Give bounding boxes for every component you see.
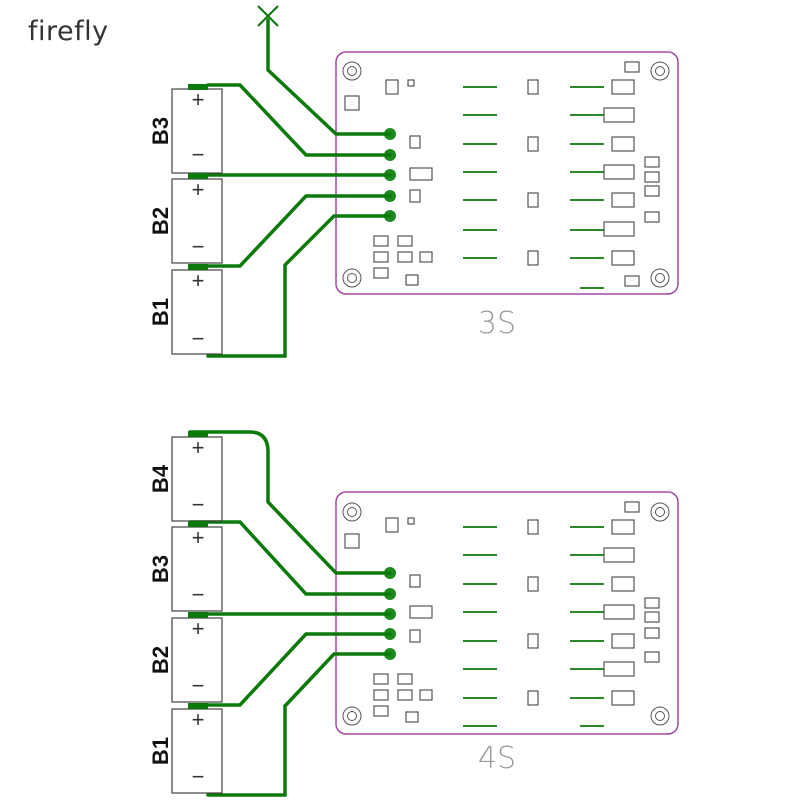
battery-plus-b3-4s: +	[192, 525, 205, 550]
mounting-holes-4s	[342, 502, 670, 726]
battery-minus-b3-4s: −	[192, 582, 205, 607]
battery-minus-b2-3s: −	[192, 234, 205, 259]
diagram-4s: + − + − + − + − B4 B3 B2 B1 4S	[148, 430, 679, 797]
battery-plus-b1-4s: +	[192, 707, 205, 732]
pcb-components-3s	[344, 61, 660, 289]
battery-label-b4-4s: B4	[148, 464, 173, 493]
watermark-text: firefly	[28, 16, 109, 47]
battery-plus-b2-4s: +	[192, 616, 205, 641]
battery-stack-4s	[171, 431, 223, 794]
battery-minus-b1-3s: −	[192, 326, 205, 351]
board-label-4s: 4S	[478, 741, 516, 776]
battery-label-b3-3s: B3	[148, 117, 173, 145]
battery-minus-b2-4s: −	[192, 673, 205, 698]
mounting-holes-3s	[342, 61, 670, 288]
battery-plus-b1-3s: +	[192, 268, 205, 293]
pcb-board-3s	[335, 51, 679, 295]
battery-label-b1-4s: B1	[148, 737, 173, 765]
board-label-3s: 3S	[478, 306, 516, 341]
battery-minus-b4-4s: −	[192, 492, 205, 517]
top-x-mark	[257, 5, 279, 27]
battery-label-b3-4s: B3	[148, 555, 173, 583]
battery-label-b2-4s: B2	[148, 646, 173, 674]
battery-label-b2-3s: B2	[148, 207, 173, 235]
pcb-components-4s	[344, 501, 660, 727]
battery-minus-b3-3s: −	[192, 142, 205, 167]
battery-plus-b4-4s: +	[192, 435, 205, 460]
battery-minus-b1-4s: −	[192, 764, 205, 789]
wires-3s	[188, 18, 392, 358]
battery-stack-3s	[171, 84, 223, 355]
battery-plus-b2-3s: +	[192, 177, 205, 202]
battery-plus-b3-3s: +	[192, 87, 205, 112]
battery-label-b1-3s: B1	[148, 298, 173, 326]
diagram-3s: + − + − + − B3 B2 B1 3S	[148, 5, 679, 358]
wires-4s	[188, 430, 392, 797]
